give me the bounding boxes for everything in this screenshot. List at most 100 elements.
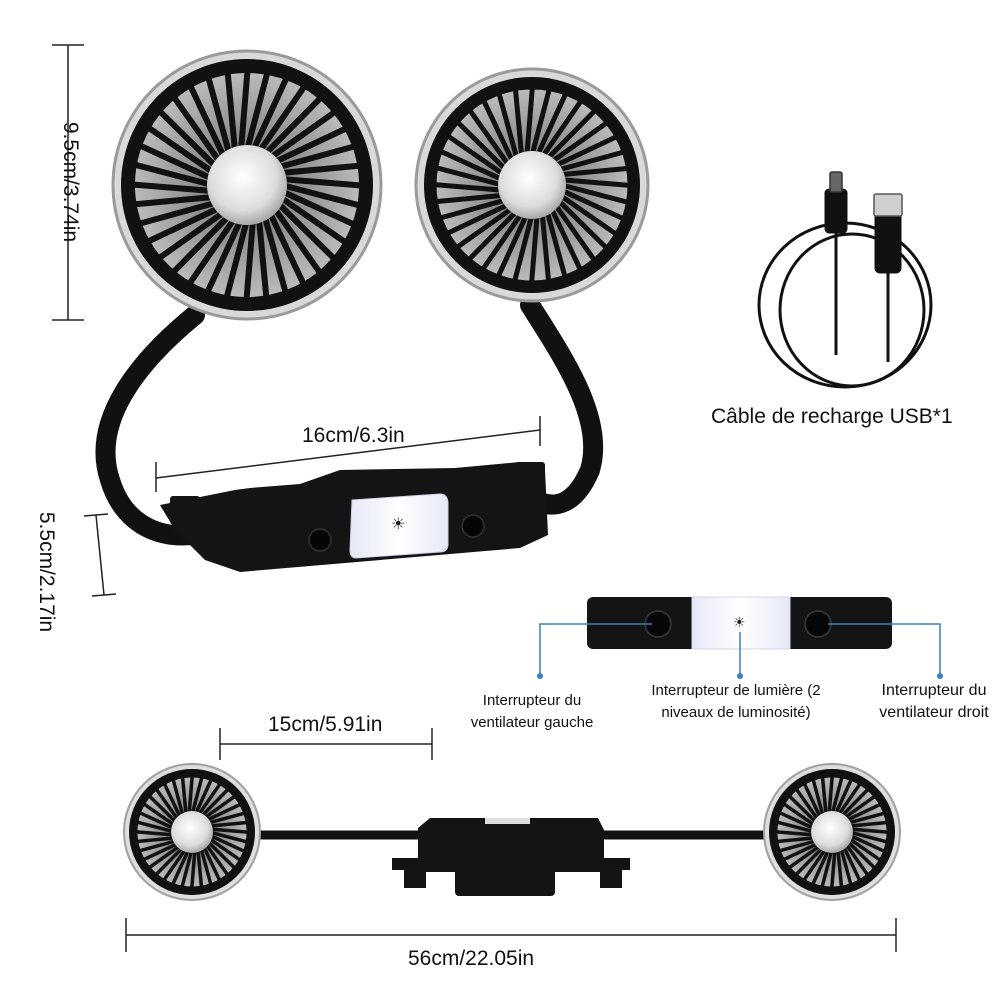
fan-guard-spoke bbox=[198, 846, 213, 887]
fan-guard-spoke bbox=[829, 848, 837, 890]
fan-guard-spoke bbox=[196, 847, 204, 889]
fan-guard-spoke bbox=[132, 193, 215, 208]
fan-guard-spoke bbox=[224, 70, 239, 153]
fan-guard-spoke bbox=[271, 205, 324, 277]
fan-guard-spoke bbox=[524, 85, 535, 157]
fan-guard-spoke bbox=[787, 843, 823, 870]
fan-guard-spoke bbox=[794, 787, 821, 823]
fan-guard-spoke bbox=[186, 82, 228, 160]
neck-arms bbox=[95, 295, 604, 546]
fan-guard-spoke bbox=[836, 847, 844, 889]
fan-guard-spoke bbox=[274, 200, 338, 263]
fan-guard-spoke bbox=[479, 211, 524, 272]
fan-guard-spoke bbox=[262, 94, 325, 158]
dimension-lines bbox=[52, 44, 897, 952]
fan-guard-spoke bbox=[827, 774, 835, 816]
fan-guard-spoke bbox=[466, 208, 519, 263]
fan-guard-spoke bbox=[193, 777, 214, 816]
fan-guard-spoke bbox=[145, 124, 217, 176]
fan-guard-spoke bbox=[781, 801, 817, 828]
fan-spacing-dimension-label: 15cm/5.91in bbox=[268, 713, 383, 736]
fan-guard-spoke bbox=[250, 74, 291, 152]
fan-guard-spoke bbox=[534, 91, 569, 157]
fan-guard-spoke bbox=[144, 204, 222, 246]
fan-guard-spoke bbox=[267, 108, 339, 161]
fan-guard-spoke bbox=[775, 836, 817, 844]
right-fan-switch-label: Interrupteur du ventilateur droit bbox=[879, 682, 989, 721]
fan-left-large bbox=[111, 49, 383, 321]
fan-guard-spoke bbox=[205, 839, 237, 871]
fan-guard-spoke bbox=[180, 848, 194, 889]
fan-guard-spoke bbox=[438, 148, 504, 183]
fan-guard-spoke bbox=[433, 164, 503, 188]
fan-guard-spoke bbox=[170, 93, 223, 165]
fan-guard-spoke bbox=[820, 775, 828, 817]
fan-guard-spoke bbox=[512, 87, 525, 158]
fan-guard-spoke bbox=[495, 213, 530, 279]
fan-guard-spoke bbox=[848, 833, 887, 854]
fan-guard-spoke bbox=[549, 119, 610, 165]
fan-guard-spoke bbox=[444, 201, 511, 237]
fan-guard-spoke bbox=[830, 775, 844, 816]
fan-guard-spoke bbox=[276, 143, 357, 171]
fan-guard-spoke bbox=[141, 801, 177, 828]
fan-guard-spoke bbox=[134, 829, 176, 837]
fan-guard-spoke bbox=[135, 820, 176, 834]
fan-guard-spoke bbox=[847, 836, 883, 863]
fan-guard-spoke bbox=[161, 847, 188, 883]
cable-label: Câble de recharge USB*1 bbox=[711, 405, 953, 428]
fan-guard-spoke bbox=[196, 781, 223, 817]
fan-guard-spoke bbox=[811, 777, 826, 818]
fan-guard-spoke bbox=[170, 848, 191, 887]
total-length-dimension-label: 56cm/22.05in bbox=[408, 947, 535, 970]
fan-guard-spoke bbox=[838, 846, 853, 887]
fan-guard-spoke bbox=[255, 217, 270, 300]
fan-guard-spoke bbox=[802, 781, 823, 820]
fan-guard-spoke bbox=[445, 132, 506, 177]
fan-guard-spoke bbox=[203, 218, 244, 296]
fan-guard-spoke bbox=[496, 91, 520, 160]
fan-guard-spoke bbox=[833, 777, 854, 816]
fan-guard-spoke bbox=[560, 187, 626, 222]
fan-guard-spoke bbox=[777, 838, 818, 853]
fan-guard-spoke bbox=[555, 198, 610, 251]
fan-guard-spoke bbox=[147, 793, 179, 825]
fan-guard-spoke bbox=[190, 775, 204, 816]
fan-guard-spoke bbox=[848, 830, 889, 844]
fan-guard-spoke bbox=[841, 844, 862, 883]
fan-guard-spoke bbox=[848, 827, 890, 835]
fan-guard-spoke bbox=[223, 219, 250, 300]
fan-guard-spoke bbox=[552, 202, 598, 263]
fan-guard-spoke bbox=[801, 847, 828, 883]
switch-detail bbox=[537, 596, 943, 679]
fan-guard-spoke bbox=[280, 188, 358, 229]
fan-guard-spoke bbox=[540, 98, 585, 159]
fan-guard-spoke bbox=[132, 161, 213, 188]
fan-guard-spoke bbox=[544, 210, 568, 279]
sun-icon[interactable]: ☀ bbox=[733, 614, 746, 630]
fan-guard-spoke bbox=[553, 133, 620, 169]
fan-guard-spoke bbox=[208, 827, 250, 835]
fan-guard-spoke bbox=[201, 844, 222, 883]
fan-guard-spoke bbox=[846, 811, 887, 826]
fan-guard-spoke bbox=[810, 848, 831, 887]
fan-guard-spoke bbox=[281, 176, 364, 189]
fan-guard-spoke bbox=[559, 165, 630, 178]
fan-guard-spoke bbox=[843, 841, 870, 877]
fan-guard-spoke bbox=[781, 841, 820, 862]
left-fan-switch-label: Interrupteur du ventilateur gauche bbox=[470, 692, 594, 731]
sun-icon[interactable]: ☀ bbox=[391, 516, 406, 533]
fan-guard-spoke bbox=[206, 811, 247, 826]
fan-guard-spoke bbox=[186, 215, 238, 287]
fan-guard-spoke bbox=[208, 833, 247, 854]
fan-guard-spoke bbox=[529, 86, 553, 156]
fan-guard-spoke bbox=[820, 848, 834, 889]
fan-guard-spoke bbox=[272, 124, 350, 166]
control-body bbox=[160, 462, 548, 572]
fan-guard-spoke bbox=[839, 787, 871, 819]
fan-guard-spoke bbox=[775, 820, 816, 834]
fan-guard-spoke bbox=[199, 787, 231, 819]
fan-guard-spoke bbox=[136, 141, 214, 182]
fan-guard-spoke bbox=[511, 214, 535, 284]
usb-cable-icon bbox=[757, 171, 933, 389]
